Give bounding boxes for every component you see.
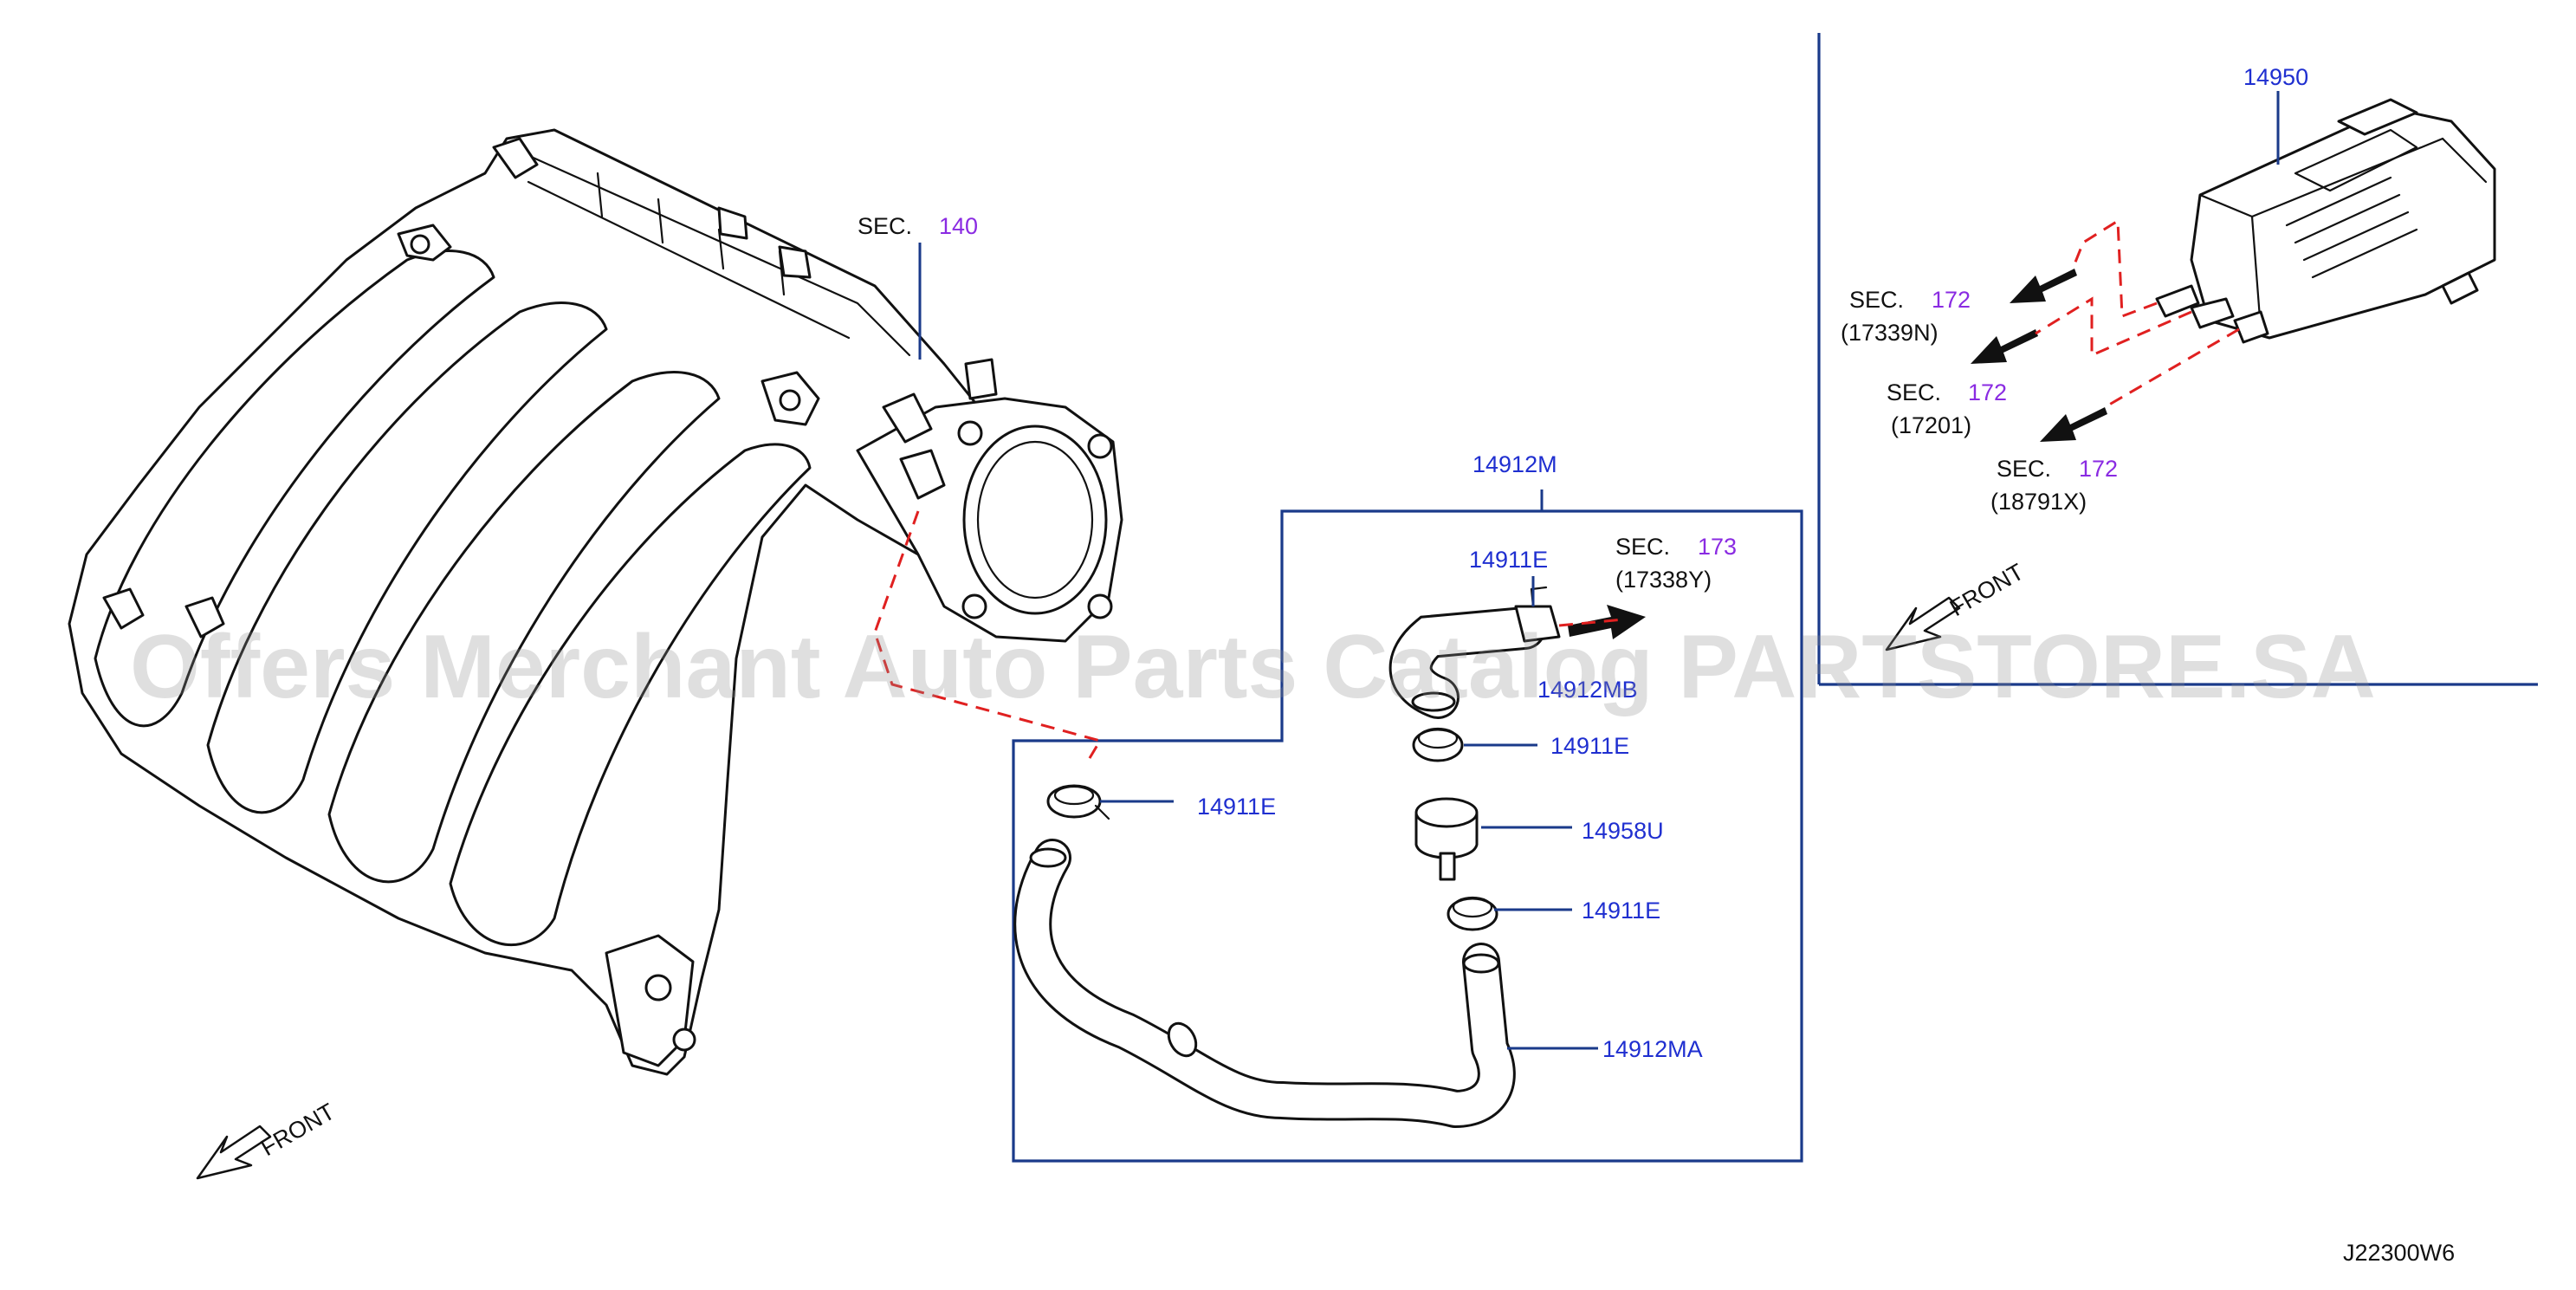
- canister-14950[interactable]: [2155, 98, 2496, 344]
- leader-lines: [918, 91, 2280, 1050]
- part-14911e-left-label[interactable]: 14911E: [1197, 794, 1276, 820]
- hose-14912mb[interactable]: [1388, 606, 1546, 719]
- part-14912ma-label[interactable]: 14912MA: [1602, 1036, 1703, 1062]
- connection-canister-to-sec-172-c: [2104, 327, 2240, 409]
- sec-173-ref: (17338Y): [1615, 567, 1712, 593]
- part-14911e-top-label[interactable]: 14911E: [1469, 547, 1548, 573]
- front-label-left: FRONT: [256, 1099, 340, 1161]
- sec-172-c-prefix: SEC.: [1997, 456, 2051, 482]
- arrow-to-sec-172-c: [2040, 407, 2107, 442]
- part-14911e-low-label[interactable]: 14911E: [1582, 898, 1660, 924]
- sec-140-number[interactable]: 140: [939, 213, 978, 239]
- hose-14912ma[interactable]: [1013, 839, 1516, 1128]
- connection-canister-to-sec-172-b: [2035, 296, 2192, 358]
- watermark-text: Offers Merchant Auto Parts Catalog PARTS…: [130, 617, 2376, 717]
- sec-172-b-prefix: SEC.: [1887, 379, 1941, 405]
- intake-manifold[interactable]: [68, 128, 1123, 1076]
- kit-frame-14912m: [1012, 509, 1803, 1163]
- part-14912m-label[interactable]: 14912M: [1472, 451, 1557, 477]
- sec-172-b-number[interactable]: 172: [1968, 379, 2007, 405]
- sec-173-number[interactable]: 173: [1698, 534, 1737, 560]
- sec-173-prefix: SEC.: [1615, 534, 1670, 560]
- clamp-14911e-top[interactable]: [1514, 586, 1561, 643]
- clamp-14911e-mid[interactable]: [1412, 727, 1464, 762]
- valve-14958u[interactable]: [1414, 797, 1479, 881]
- sec-172-a-number[interactable]: 172: [1932, 287, 1971, 313]
- sec-172-c-ref: (18791X): [1990, 489, 2087, 515]
- part-14912mb-label[interactable]: 14912MB: [1537, 677, 1638, 703]
- part-14911e-mid-label[interactable]: 14911E: [1550, 733, 1629, 759]
- sec-172-a-ref: (17339N): [1841, 320, 1938, 346]
- arrow-to-sec-172-a: [2010, 269, 2077, 303]
- part-14958u-label[interactable]: 14958U: [1582, 818, 1664, 844]
- connection-clamp-to-sec-173: [1558, 618, 1625, 627]
- clamp-14911e-low[interactable]: [1447, 896, 1498, 931]
- connection-manifold-to-clamp: [873, 510, 1103, 763]
- sec-172-b-ref: (17201): [1891, 412, 1971, 438]
- diagram-code: J22300W6: [2343, 1240, 2455, 1266]
- sec-172-c-number[interactable]: 172: [2079, 456, 2118, 482]
- sec-140-prefix: SEC.: [858, 213, 912, 239]
- clamp-14911e-left[interactable]: [1046, 784, 1110, 820]
- front-arrow-right-icon: [1885, 596, 1961, 651]
- arrow-to-sec-172-b: [1971, 329, 2038, 364]
- part-14950-label[interactable]: 14950: [2243, 64, 2308, 90]
- sec-172-a-prefix: SEC.: [1849, 287, 1904, 313]
- front-arrow-left-icon: [196, 1125, 272, 1180]
- connection-canister-to-sec-172-a: [2073, 218, 2158, 319]
- front-label-right: FRONT: [1945, 559, 2029, 621]
